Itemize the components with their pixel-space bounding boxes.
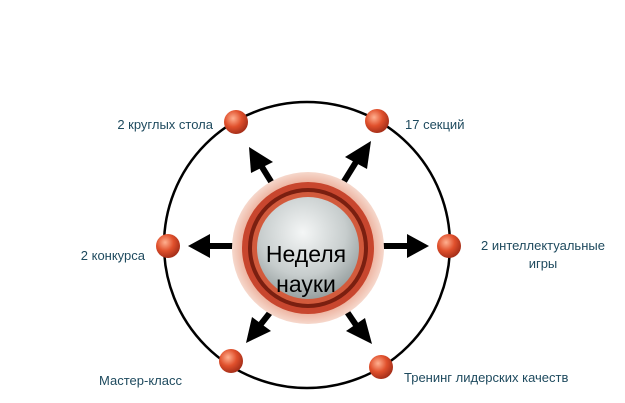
label-round-tables: 2 круглых стола bbox=[117, 117, 213, 132]
node-sections bbox=[365, 109, 389, 133]
center-hub: Неделя науки bbox=[232, 172, 384, 324]
node-intellectual-games bbox=[437, 234, 461, 258]
label-contests: 2 конкурса bbox=[81, 248, 146, 263]
node-leadership-training bbox=[369, 355, 393, 379]
center-title-line1: Неделя bbox=[266, 241, 346, 267]
node-master-class bbox=[219, 349, 243, 373]
label-leadership-training: Тренинг лидерских качеств bbox=[404, 370, 568, 385]
node-round-tables bbox=[224, 110, 248, 134]
label-master-class: Мастер-класс bbox=[99, 373, 182, 388]
label-intellectual-games-line2: игры bbox=[529, 256, 558, 271]
label-sections: 17 секций bbox=[405, 117, 464, 132]
center-title-line2: науки bbox=[276, 271, 336, 297]
node-contests bbox=[156, 234, 180, 258]
arrow-to-sections bbox=[340, 141, 371, 185]
label-intellectual-games-line1: 2 интеллектуальные bbox=[481, 238, 605, 253]
center-glass bbox=[257, 197, 359, 299]
